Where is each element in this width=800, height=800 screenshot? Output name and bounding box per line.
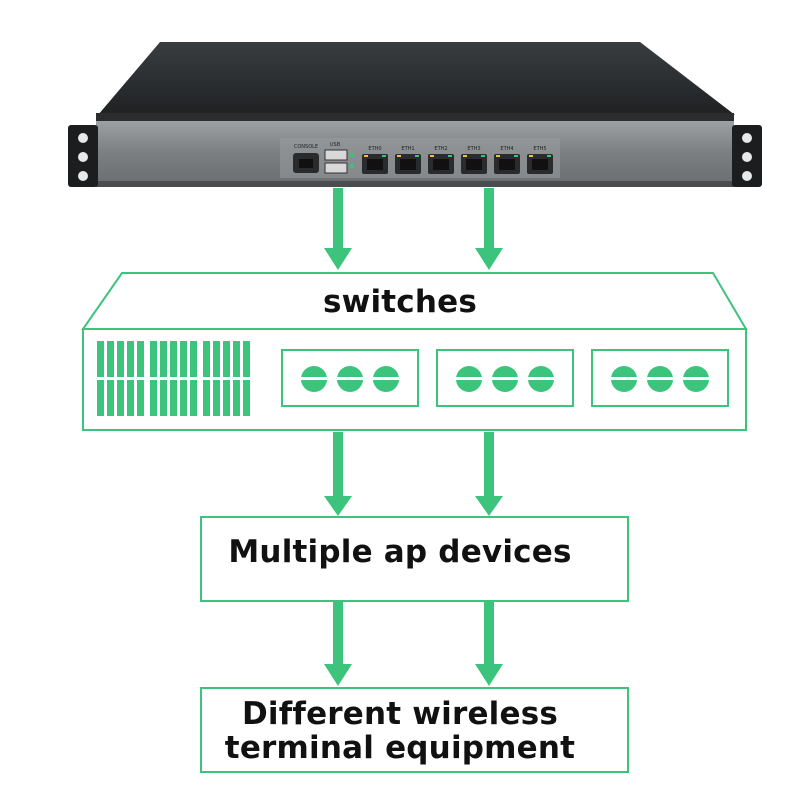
ap-devices-label: Multiple ap devices [228, 534, 572, 570]
ethernet-port: ETH1 [395, 146, 421, 174]
switch-port-group [281, 349, 419, 407]
usb-ports: USB [324, 142, 354, 174]
vent-slot [107, 341, 114, 377]
vent-slot [203, 380, 210, 416]
ethernet-port-label: ETH0 [368, 146, 381, 152]
switch-port-groups [281, 349, 729, 407]
ethernet-port: ETH3 [461, 146, 487, 174]
vent-slot [117, 380, 124, 416]
vent-slot [160, 380, 167, 416]
terminal-equipment-box [200, 687, 629, 773]
vent-slot [150, 341, 157, 377]
console-port: CONSOLE [293, 144, 319, 173]
arrow-firewall-to-switch-left [324, 188, 352, 270]
vent-slot [137, 380, 144, 416]
vent-slot [127, 380, 134, 416]
vent-slot [117, 341, 124, 377]
arrow-switch-to-ap-left [324, 432, 352, 516]
vent-slot [233, 341, 240, 377]
terminal-label-line-1: Different wireless [241, 696, 559, 732]
arrow-firewall-to-switch-right [475, 188, 503, 270]
vent-slot [190, 380, 197, 416]
vent-slot [223, 341, 230, 377]
vent-slot [97, 341, 104, 377]
svg-text:USB: USB [330, 142, 341, 148]
ap-devices-box [200, 516, 629, 602]
ethernet-port-label: ETH1 [401, 146, 414, 152]
arrow-ap-to-terminal-right [475, 602, 503, 686]
switch-title: switches [322, 284, 478, 320]
vent-slot [180, 341, 187, 377]
terminal-equipment-label: Different wireless terminal equipment [0, 697, 800, 765]
vent-slot [243, 380, 250, 416]
vent-slot [150, 380, 157, 416]
vent-slot [203, 341, 210, 377]
vent-slot [107, 380, 114, 416]
vent-slot [243, 341, 250, 377]
ethernet-port: ETH2 [428, 146, 454, 174]
vent-slot [190, 341, 197, 377]
vent-slot [180, 380, 187, 416]
appliance-top [98, 42, 735, 115]
right-rack-ear [732, 125, 762, 187]
vent-slot [233, 380, 240, 416]
ethernet-port: ETH5 [527, 146, 553, 174]
vent-slot [170, 341, 177, 377]
vent-slot [213, 341, 220, 377]
switch-device [81, 272, 748, 431]
firewall-appliance: CONSOLE USB ETH0 ETH1 ETH2 ETH3 ETH4 ETH5 [68, 42, 762, 187]
svg-text:CONSOLE: CONSOLE [294, 144, 318, 150]
ethernet-port: ETH0 [362, 146, 388, 174]
ethernet-ports: ETH0 ETH1 ETH2 ETH3 ETH4 ETH5 [362, 146, 553, 174]
terminal-label-line-2: terminal equipment [224, 730, 576, 766]
vent-slot [137, 341, 144, 377]
vent-slot [223, 380, 230, 416]
switch-vent-grid [97, 341, 250, 416]
vent-slot [127, 341, 134, 377]
ethernet-port-label: ETH4 [500, 146, 513, 152]
switch-port-group [591, 349, 729, 407]
vent-slot [97, 380, 104, 416]
left-rack-ear [68, 125, 98, 187]
arrow-switch-to-ap-right [475, 432, 503, 516]
ethernet-port-label: ETH5 [533, 146, 546, 152]
ethernet-port-label: ETH3 [467, 146, 480, 152]
vent-slot [170, 380, 177, 416]
vent-slot [213, 380, 220, 416]
ethernet-port-label: ETH2 [434, 146, 447, 152]
ethernet-port: ETH4 [494, 146, 520, 174]
switch-port-group [436, 349, 574, 407]
arrow-ap-to-terminal-left [324, 602, 352, 686]
vent-slot [160, 341, 167, 377]
